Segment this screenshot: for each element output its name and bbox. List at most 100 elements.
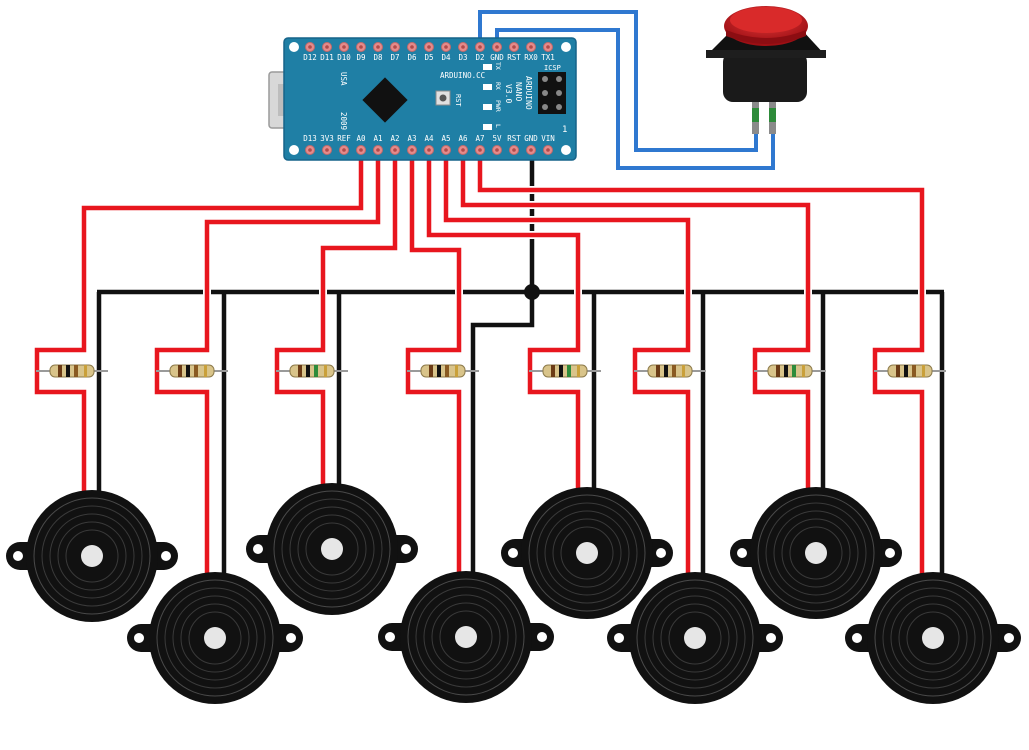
top-pin-label: GND [490, 53, 504, 62]
top-pin-hole [512, 45, 516, 49]
resistor [754, 364, 826, 378]
bottom-pin-label: D13 [303, 134, 317, 143]
board-pcb [283, 37, 577, 161]
signal-wire-a2 [274, 150, 398, 488]
bottom-pin-label: A6 [458, 134, 468, 143]
top-pin-hole [410, 45, 414, 49]
bottom-pin-label: A0 [356, 134, 366, 143]
resistor [407, 364, 479, 378]
top-pin-label: D12 [303, 53, 317, 62]
top-pin-label: D4 [441, 53, 451, 62]
bottom-pin-label: REF [337, 134, 351, 143]
push-button [706, 6, 826, 134]
top-pin-hole [308, 45, 312, 49]
icsp-label: ICSP [544, 64, 561, 72]
led-tx-label: TX [494, 62, 502, 70]
reset-label: RST [454, 94, 462, 107]
top-pin-hole [359, 45, 363, 49]
top-pin-hole [444, 45, 448, 49]
bottom-pin-hole [410, 148, 414, 152]
bottom-pin-label: A4 [424, 134, 434, 143]
buzzers [6, 483, 1021, 704]
resistors [36, 364, 946, 378]
signal-wire-a0 [34, 150, 364, 498]
gnd-junction [524, 284, 540, 300]
top-pin-hole [427, 45, 431, 49]
top-pin-hole [478, 45, 482, 49]
icsp-header [538, 72, 566, 114]
bottom-pin-label: 5V [492, 134, 502, 143]
button-wires [476, 8, 777, 172]
top-pin-hole [461, 45, 465, 49]
bottom-pin-label: A3 [407, 134, 416, 143]
led-pwr-label: PWR [494, 100, 502, 112]
led-l-label: L [494, 124, 502, 128]
bottom-pin-label: A7 [475, 134, 484, 143]
top-pin-label: D6 [407, 53, 417, 62]
bottom-pin-hole [393, 148, 397, 152]
top-pin-hole [529, 45, 533, 49]
resistor [36, 364, 108, 378]
bottom-pin-hole [359, 148, 363, 152]
led-rx [483, 84, 492, 90]
top-pin-label: D2 [475, 53, 484, 62]
ground-wires [95, 150, 946, 585]
top-pin-label: RST [507, 53, 521, 62]
bottom-pin-hole [495, 148, 499, 152]
bottom-pin-hole [478, 148, 482, 152]
signal-wire-a3 [405, 150, 462, 585]
bottom-pin-label: A5 [441, 134, 450, 143]
bottom-pin-hole [461, 148, 465, 152]
top-pin-label: D10 [337, 53, 351, 62]
buzzer [127, 572, 303, 704]
bottom-pin-hole [376, 148, 380, 152]
top-pin-label: TX1 [541, 53, 555, 62]
top-pin-hole [546, 45, 550, 49]
bottom-pin-hole [444, 148, 448, 152]
bottom-pin-label: GND [524, 134, 538, 143]
gnd-trunk [470, 150, 535, 585]
top-pin-label: D8 [373, 53, 383, 62]
bottom-pin-label: RST [507, 134, 521, 143]
signal-wire-a5 [443, 150, 691, 578]
board-model-line1: ARDUINO [524, 76, 533, 110]
top-pin-label: D11 [320, 53, 334, 62]
led-rx-label: RX [494, 82, 502, 90]
top-pin-label: D9 [356, 53, 365, 62]
bottom-pin-label: VIN [541, 134, 555, 143]
buzzer [501, 487, 673, 619]
bottom-pin-label: 3V3 [320, 134, 334, 143]
bottom-pin-hole [512, 148, 516, 152]
top-pin-hole [376, 45, 380, 49]
led-l [483, 124, 492, 130]
board-brand: ARDUINO.CC [440, 71, 485, 80]
bottom-pin-hole [325, 148, 329, 152]
top-pin-label: D5 [424, 53, 433, 62]
top-pin-label: RX0 [524, 53, 538, 62]
buzzer [246, 483, 418, 615]
resistor [634, 364, 706, 378]
board-model-line2: NANO [514, 82, 523, 101]
signal-wire-a1 [154, 150, 381, 578]
resistor [156, 364, 228, 378]
bottom-pin-hole [342, 148, 346, 152]
bottom-pin-hole [308, 148, 312, 152]
bottom-pin-hole [427, 148, 431, 152]
buzzer [730, 487, 902, 619]
buzzer [6, 490, 178, 622]
top-pin-hole [495, 45, 499, 49]
resistor [529, 364, 601, 378]
top-pin-label: D3 [458, 53, 467, 62]
resistor [276, 364, 348, 378]
signal-wires [33, 150, 926, 585]
bottom-pin-hole [529, 148, 533, 152]
bottom-pin-label: A1 [373, 134, 382, 143]
led-pwr [483, 104, 492, 110]
bottom-pin-hole [546, 148, 550, 152]
button-wire-d2 [476, 8, 760, 154]
top-pin-label: D7 [390, 53, 399, 62]
signal-wire-a7 [477, 150, 925, 578]
